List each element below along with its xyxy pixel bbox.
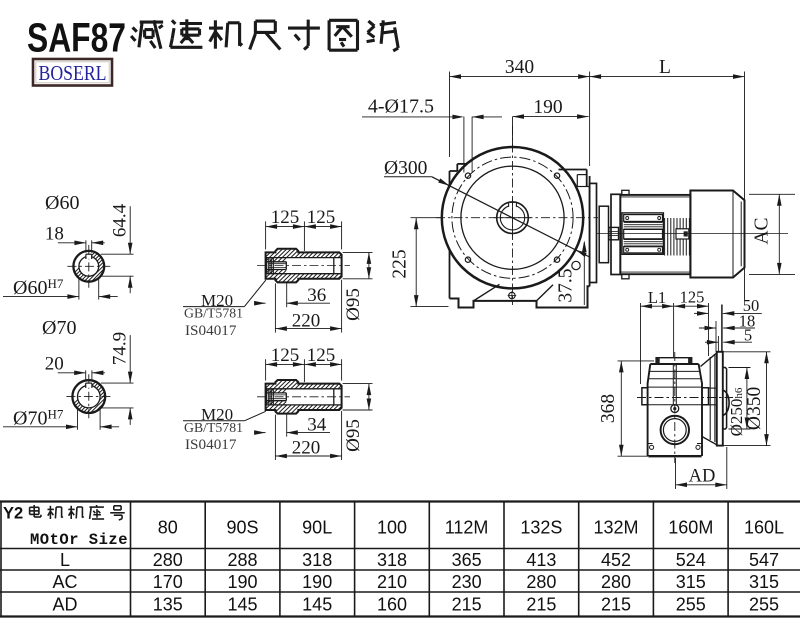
svg-text:74.9: 74.9 xyxy=(110,332,131,365)
svg-text:125: 125 xyxy=(271,345,300,366)
svg-text:524: 524 xyxy=(676,550,706,570)
svg-text:255: 255 xyxy=(749,594,779,614)
svg-text:37.5: 37.5 xyxy=(556,268,577,302)
svg-text:AD: AD xyxy=(52,594,77,614)
svg-text:Ø60: Ø60 xyxy=(45,192,79,214)
svg-text:Ø350: Ø350 xyxy=(744,387,765,430)
svg-text:145: 145 xyxy=(302,594,332,614)
svg-text:125: 125 xyxy=(307,345,336,366)
svg-text:340: 340 xyxy=(505,57,534,78)
svg-text:190: 190 xyxy=(227,572,257,592)
svg-text:215: 215 xyxy=(526,594,556,614)
svg-text:280: 280 xyxy=(153,550,183,570)
svg-text:34: 34 xyxy=(307,414,327,435)
svg-text:L: L xyxy=(659,57,671,78)
svg-text:90S: 90S xyxy=(226,518,258,538)
svg-text:280: 280 xyxy=(526,572,556,592)
svg-text:160: 160 xyxy=(377,594,407,614)
svg-text:190: 190 xyxy=(302,572,332,592)
svg-text:547: 547 xyxy=(749,550,779,570)
svg-text:20: 20 xyxy=(45,353,64,374)
svg-text:AC: AC xyxy=(752,217,773,244)
svg-text:288: 288 xyxy=(227,550,257,570)
svg-text:255: 255 xyxy=(676,594,706,614)
svg-text:220: 220 xyxy=(292,438,321,459)
svg-text:50: 50 xyxy=(743,296,760,315)
svg-text:64.4: 64.4 xyxy=(110,203,131,237)
svg-text:145: 145 xyxy=(227,594,257,614)
svg-text:135: 135 xyxy=(153,594,183,614)
svg-text:GB/T5781: GB/T5781 xyxy=(184,420,243,435)
svg-text:L: L xyxy=(60,550,70,570)
svg-text:132S: 132S xyxy=(520,518,562,538)
svg-text:SAF87: SAF87 xyxy=(27,15,126,61)
svg-text:125: 125 xyxy=(680,288,705,307)
svg-text:4-Ø17.5: 4-Ø17.5 xyxy=(368,96,434,118)
svg-text:IS04017: IS04017 xyxy=(185,322,237,339)
svg-text:160M: 160M xyxy=(668,518,713,538)
svg-text:90L: 90L xyxy=(302,518,332,538)
svg-text:M20: M20 xyxy=(201,291,233,310)
svg-text:452: 452 xyxy=(601,550,631,570)
svg-text:225: 225 xyxy=(390,249,411,278)
svg-text:AC: AC xyxy=(52,572,77,592)
svg-text:280: 280 xyxy=(601,572,631,592)
svg-text:132M: 132M xyxy=(593,518,638,538)
svg-text:125: 125 xyxy=(271,207,300,228)
svg-text:5: 5 xyxy=(744,326,752,345)
svg-text:Ø95: Ø95 xyxy=(343,419,364,452)
svg-text:100: 100 xyxy=(377,518,407,538)
svg-text:315: 315 xyxy=(749,572,779,592)
svg-text:M20: M20 xyxy=(201,405,233,424)
svg-text:112M: 112M xyxy=(445,518,489,538)
svg-text:18: 18 xyxy=(739,312,756,331)
svg-text:IS04017: IS04017 xyxy=(185,436,237,453)
svg-text:230: 230 xyxy=(452,572,482,592)
svg-text:Ø300: Ø300 xyxy=(384,158,427,179)
svg-text:215: 215 xyxy=(452,594,482,614)
svg-text:MOtOr Size: MOtOr Size xyxy=(30,531,128,549)
svg-text:Ø95: Ø95 xyxy=(343,288,364,321)
svg-text:L1: L1 xyxy=(648,288,666,307)
svg-text:315: 315 xyxy=(676,572,706,592)
svg-text:215: 215 xyxy=(601,594,631,614)
svg-text:Ø250h6: Ø250h6 xyxy=(727,387,746,436)
svg-text:365: 365 xyxy=(452,550,482,570)
svg-text:Ø70: Ø70 xyxy=(42,317,76,339)
svg-text:170: 170 xyxy=(153,572,183,592)
svg-text:80: 80 xyxy=(158,518,178,538)
svg-text:160L: 160L xyxy=(744,518,784,538)
svg-text:BOSERL: BOSERL xyxy=(39,61,107,85)
svg-text:220: 220 xyxy=(292,310,321,331)
svg-text:210: 210 xyxy=(377,572,407,592)
svg-text:AD: AD xyxy=(689,466,716,486)
svg-text:18: 18 xyxy=(45,223,64,244)
svg-text:125: 125 xyxy=(307,207,336,228)
svg-text:318: 318 xyxy=(377,550,407,570)
svg-text:190: 190 xyxy=(533,97,562,118)
svg-text:36: 36 xyxy=(307,285,326,306)
svg-text:368: 368 xyxy=(598,394,619,423)
svg-text:Y2: Y2 xyxy=(3,505,23,523)
svg-text:413: 413 xyxy=(526,550,556,570)
svg-text:GB/T5781: GB/T5781 xyxy=(184,306,243,321)
svg-text:318: 318 xyxy=(302,550,332,570)
